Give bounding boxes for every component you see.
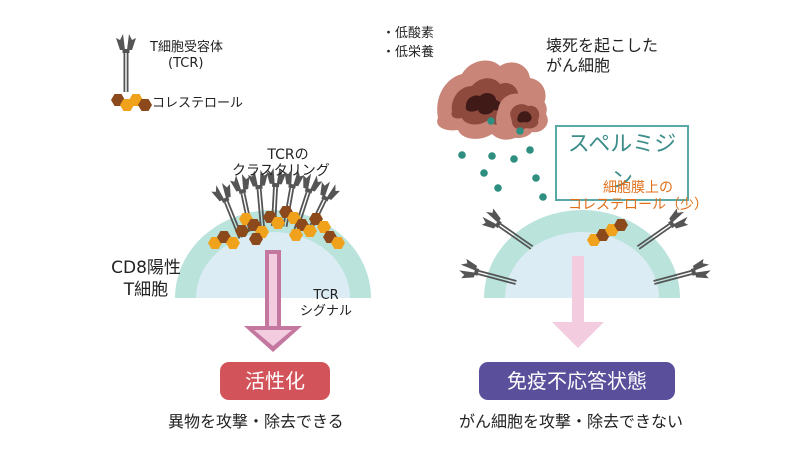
signal-arrow-faint	[552, 256, 604, 348]
anergy-outcome-text: がん細胞を攻撃・除去できない	[459, 412, 684, 431]
necrotic-cancer-label: 壊死を起こした がん細胞	[546, 36, 658, 76]
tcr-clustering-label-line1: TCRの	[267, 147, 309, 163]
cd8-t-cell-label-line2: T細胞	[123, 280, 169, 300]
condition-hypoxia: ・低酸素	[382, 26, 435, 41]
tcr-signal-label-line1: TCR	[313, 288, 339, 303]
legend-tcr-icon	[115, 33, 137, 93]
conditions-list: ・低酸素 ・低栄養	[382, 26, 434, 61]
condition-low-nutrition: ・低栄養	[382, 45, 435, 60]
spermidine-dots	[458, 117, 547, 201]
membrane-cholesterol-note: 細胞膜上の コレステロール（少）	[568, 180, 708, 214]
membrane-cholesterol-note-line2: コレステロール（少）	[568, 197, 708, 213]
cd8-t-cell-label: CD8陽性 T細胞	[106, 257, 186, 301]
tcr-signal-label: TCR シグナル	[296, 288, 356, 320]
tcr-clustering-label-2: クラスタリング	[232, 163, 330, 179]
necrotic-cancer-label-line1: 壊死を起こした	[546, 36, 659, 55]
activation-outcome-text: 異物を攻撃・除去できる	[168, 412, 344, 431]
activation-badge: 活性化	[220, 362, 330, 400]
cd8-t-cell-label-line1: CD8陽性	[111, 258, 181, 278]
necrotic-cancer-label-line2: がん細胞	[546, 56, 611, 75]
legend-tcr-label-line1: T細胞受容体	[150, 40, 223, 55]
legend-cholesterol-label: コレステロール	[152, 96, 244, 111]
membrane-cholesterol-note-line1: 細胞膜上の	[603, 180, 673, 196]
spermidine-box: スペルミジン	[555, 125, 689, 201]
signal-arrow-dark	[244, 250, 302, 352]
anergy-badge: 免疫不応答状態	[479, 362, 675, 400]
necrotic-cancer-cells	[437, 60, 548, 140]
legend-cholesterol-icon	[111, 94, 152, 111]
tcr-clustering-label: TCRの	[238, 147, 338, 164]
legend-tcr-label-line2: (TCR)	[168, 56, 204, 71]
legend-tcr-label: T細胞受容体 (TCR)	[150, 40, 223, 72]
tcr-signal-label-line2: シグナル	[299, 304, 352, 319]
